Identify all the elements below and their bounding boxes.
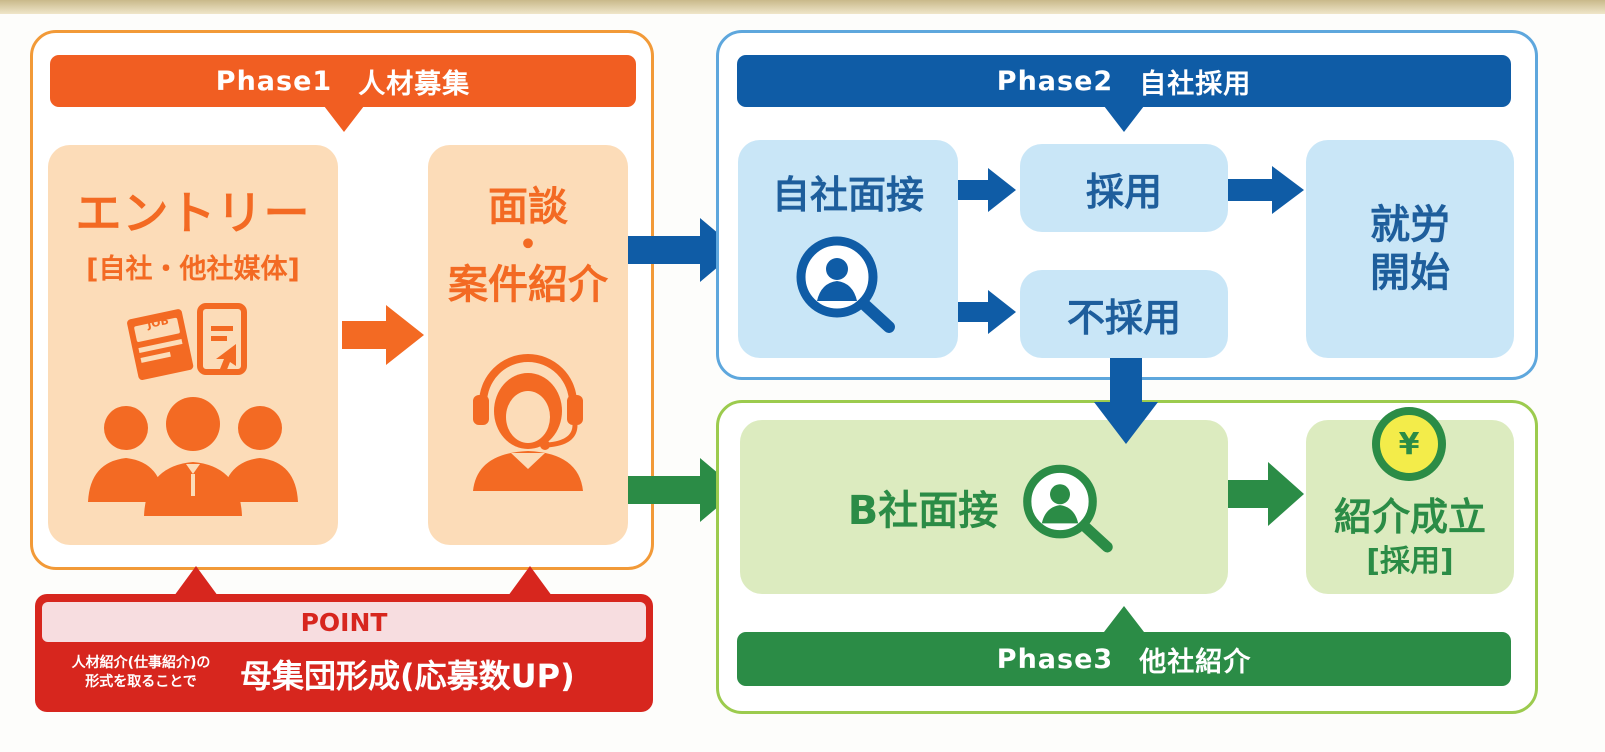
phase1-header: Phase1 人材募集 bbox=[50, 55, 636, 107]
own-interview-to-hired-arrow bbox=[958, 168, 1016, 212]
phase1-number: Phase1 bbox=[215, 65, 333, 97]
yen-symbol: ¥ bbox=[1398, 426, 1420, 462]
phase2-name: 自社採用 bbox=[1139, 68, 1252, 100]
operator-headset-icon bbox=[463, 333, 593, 493]
own-interview-search-icon bbox=[793, 233, 903, 333]
hired-label: 採用 bbox=[1085, 169, 1162, 214]
point-small-line1: 人材紹介(仕事紹介)の bbox=[71, 655, 211, 671]
employment-card: 就労 開始 bbox=[1306, 140, 1514, 358]
interview-line2: 案件紹介 bbox=[448, 262, 608, 308]
placement-title: 紹介成立 bbox=[1333, 495, 1486, 539]
point-small-text: 人材紹介(仕事紹介)の 形式を取ることで bbox=[46, 654, 236, 692]
entry-title: エントリー bbox=[75, 186, 311, 240]
entry-subtitle: [自社・他社媒体] bbox=[86, 254, 300, 285]
b-interview-search-icon bbox=[1020, 457, 1120, 557]
entry-to-interview-arrow bbox=[342, 305, 424, 365]
entry-card: エントリー [自社・他社媒体] JOB bbox=[48, 145, 338, 545]
phase1-to-phase2-arrow bbox=[628, 218, 738, 282]
own-interview-label: 自社面接 bbox=[771, 173, 924, 217]
placement-subtitle: [採用] bbox=[1366, 544, 1454, 579]
phase3-header-pointer bbox=[1104, 606, 1144, 632]
phase2-header-pointer bbox=[1104, 106, 1144, 132]
b-interview-card: B社面接 bbox=[740, 420, 1228, 594]
top-border bbox=[0, 0, 1605, 14]
job-media-icon: JOB bbox=[118, 300, 268, 384]
phase1-to-phase3-arrow bbox=[628, 458, 738, 522]
phase2-number: Phase2 bbox=[996, 65, 1114, 97]
people-group-icon bbox=[78, 390, 308, 520]
phase3-name: 他社紹介 bbox=[1139, 646, 1252, 678]
employment-line1: 就労 bbox=[1370, 202, 1450, 248]
point-pointer-right bbox=[508, 566, 552, 596]
phase1-name: 人材募集 bbox=[358, 68, 471, 100]
b-interview-label: B社面接 bbox=[847, 488, 999, 534]
own-interview-card: 自社面接 bbox=[738, 140, 958, 358]
b-interview-to-placement-arrow bbox=[1228, 462, 1304, 526]
employment-line2: 開始 bbox=[1370, 250, 1450, 296]
point-pointer-left bbox=[174, 566, 218, 596]
point-label: POINT bbox=[42, 602, 646, 642]
phase2-header: Phase2 自社採用 bbox=[737, 55, 1511, 107]
point-small-line2: 形式を取ることで bbox=[85, 673, 197, 690]
interview-dot: ・ bbox=[508, 222, 548, 268]
rejected-to-b-interview-arrow bbox=[1094, 358, 1158, 444]
hired-to-employment-arrow bbox=[1228, 166, 1304, 214]
point-big-text: 母集団形成(応募数UP) bbox=[240, 657, 575, 695]
hired-card: 採用 bbox=[1020, 144, 1228, 232]
not-hired-card: 不採用 bbox=[1020, 270, 1228, 358]
own-interview-to-rejected-arrow bbox=[958, 290, 1016, 334]
interview-card: 面談 ・ 案件紹介 bbox=[428, 145, 628, 545]
interview-line1: 面談 bbox=[488, 184, 568, 230]
phase3-header: Phase3 他社紹介 bbox=[737, 632, 1511, 686]
not-hired-label: 不採用 bbox=[1066, 295, 1181, 340]
phase1-header-pointer bbox=[324, 106, 364, 132]
phase3-number: Phase3 bbox=[996, 643, 1114, 675]
yen-coin-icon: ¥ bbox=[1372, 407, 1446, 481]
